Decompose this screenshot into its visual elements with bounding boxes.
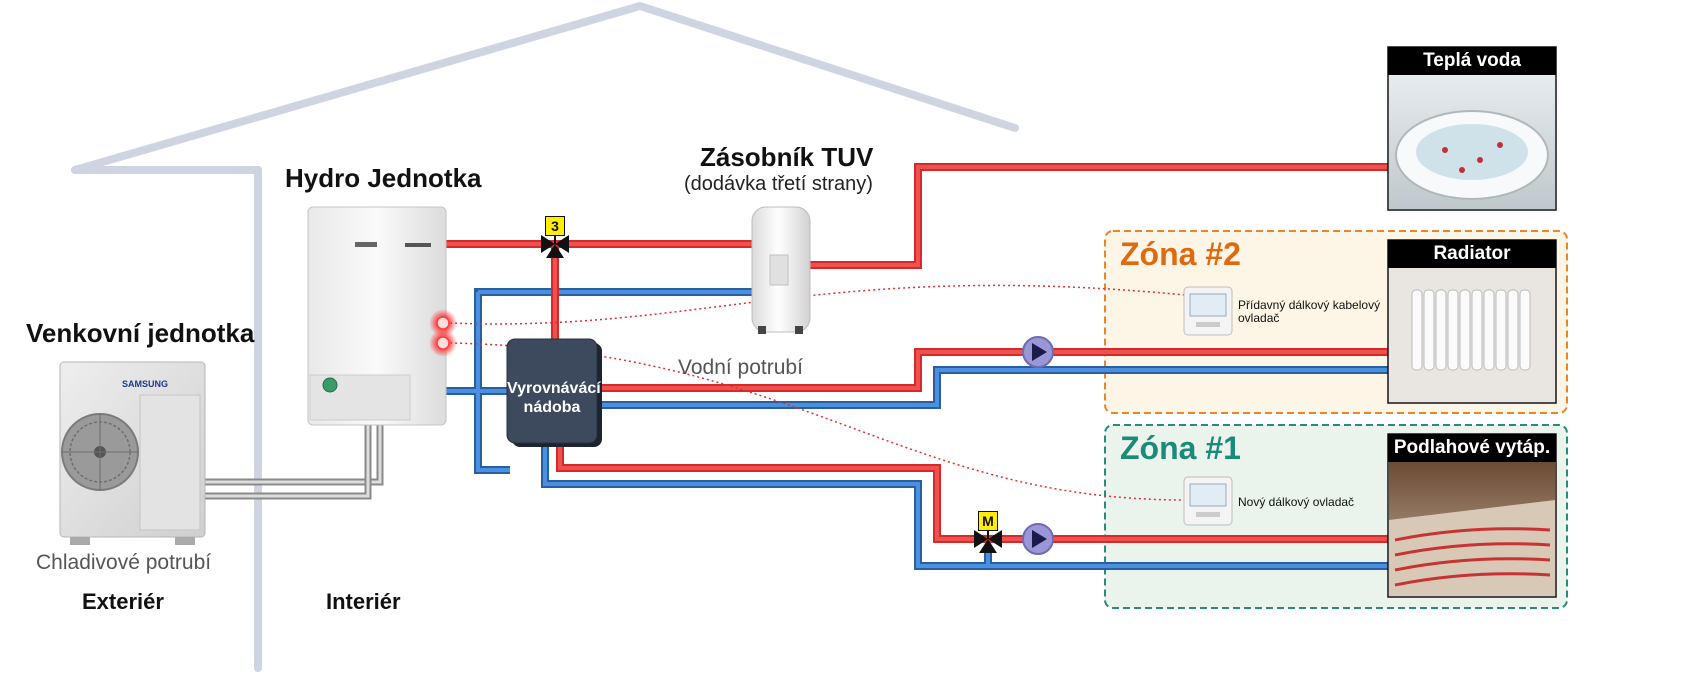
brand-logo: SAMSUNG: [122, 379, 169, 389]
house-outline: [71, 2, 1019, 174]
controller-zone2: [1183, 286, 1233, 336]
controller-zone1: [1183, 476, 1233, 526]
outdoor-unit: [59, 361, 206, 545]
three-way-valve: [541, 232, 569, 258]
interior-label: Interiér: [326, 589, 401, 614]
floor-heating-header: Podlahové vytáp.: [1388, 434, 1556, 462]
buffer-tank-label-1: Vyrovnávácí: [507, 380, 601, 397]
buffer-tank-label-2: nádoba: [523, 399, 581, 416]
zone2-controller-label-1: Přídavný dálkový kabelový: [1238, 298, 1381, 312]
dhw-tank-subtitle: (dodávka třetí strany): [684, 173, 873, 195]
pump-zone1: [1022, 523, 1054, 555]
zone1-controller-label: Nový dálkový ovladač: [1238, 495, 1355, 509]
hydro-unit-label: Hydro Jednotka: [285, 163, 482, 193]
dhw-tank-title: Zásobník TUV: [700, 142, 874, 172]
dhw-tank: [751, 206, 811, 334]
hydro-unit: [307, 206, 457, 426]
refrigerant-pipe-label: Chladivové potrubí: [36, 551, 212, 574]
zone2-title: Zóna #2: [1120, 236, 1241, 272]
outdoor-unit-label: Venkovní jednotka: [26, 318, 255, 348]
water-pipe-label: Vodní potrubí: [678, 356, 803, 379]
mixing-valve-tag: M: [978, 511, 998, 531]
hot-water-header: Teplá voda: [1388, 47, 1556, 75]
buffer-tank: [506, 338, 602, 447]
mixing-valve: [974, 528, 1002, 553]
refrigerant-pipe: [195, 425, 384, 486]
three-way-valve-tag: 3: [545, 216, 565, 236]
exterior-label: Exteriér: [82, 589, 164, 614]
radiator-header: Radiator: [1388, 240, 1556, 268]
zone1-title: Zóna #1: [1120, 430, 1241, 466]
pump-zone2: [1022, 336, 1054, 368]
zone2-controller-label-2: ovladač: [1238, 311, 1280, 325]
